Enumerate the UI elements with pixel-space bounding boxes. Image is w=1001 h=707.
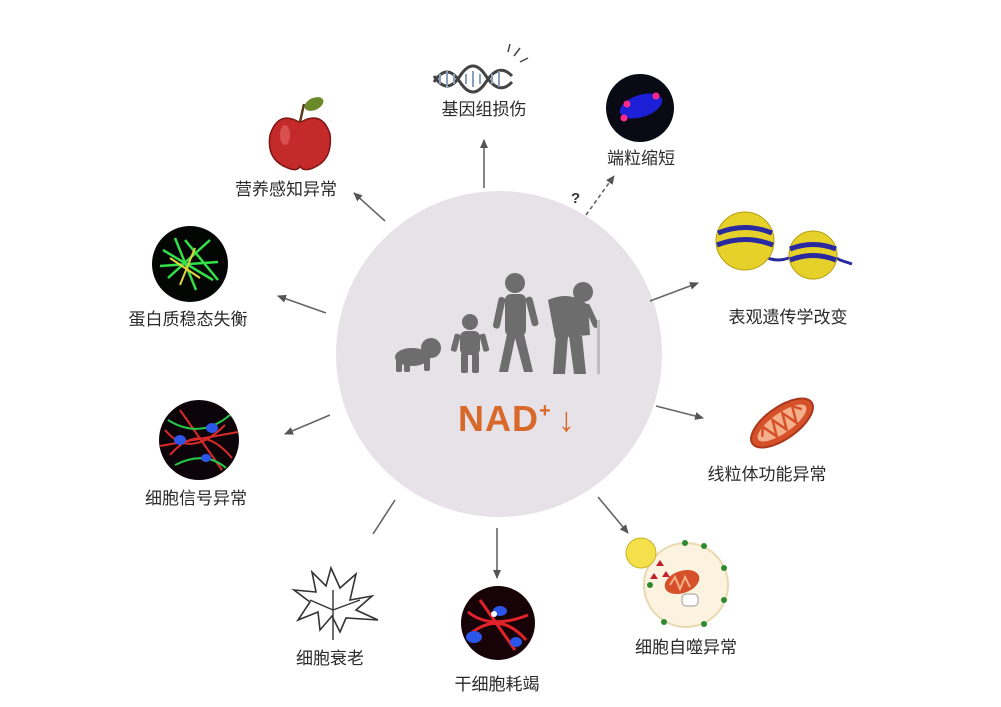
nad-superscript: + <box>539 400 552 422</box>
label-nutrient: 营养感知异常 <box>235 180 337 200</box>
arrow-epigenetic <box>649 282 699 302</box>
label-telomere: 端粒缩短 <box>607 149 675 169</box>
dna-helix-icon <box>432 43 529 94</box>
label-epigenetic: 表观遗传学改变 <box>728 308 848 328</box>
stem-cell-icon <box>461 586 535 660</box>
arrow-autophagy <box>597 496 629 534</box>
aging-silhouettes-icon <box>395 273 600 374</box>
telomere-cell-icon <box>606 74 674 142</box>
label-signaling: 细胞信号异常 <box>145 489 247 509</box>
uncertain-mark: ? <box>571 190 581 207</box>
nad-text: NAD <box>458 398 539 439</box>
down-arrow-icon: ↓ <box>557 401 576 439</box>
label-autophagy: 细胞自噬异常 <box>635 638 737 658</box>
mitochondria-icon <box>750 397 814 449</box>
arrow-senescence <box>372 499 396 535</box>
arrow-telomere <box>585 175 615 216</box>
label-genome: 基因组损伤 <box>441 100 527 120</box>
apple-icon <box>268 97 332 171</box>
arrow-mitochondria <box>655 405 704 420</box>
signaling-cell-icon <box>159 400 239 480</box>
arrow-signaling <box>284 414 331 435</box>
autophagy-cell-icon <box>625 537 729 628</box>
label-mitochondria: 线粒体功能异常 <box>707 465 827 485</box>
maple-leaf-icon <box>291 565 379 640</box>
label-senescence: 细胞衰老 <box>296 649 364 669</box>
nad-decline-title: NAD+↓ <box>458 398 576 440</box>
protein-aggregate-icon <box>152 226 228 302</box>
label-proteostasis: 蛋白质稳态失衡 <box>128 310 248 330</box>
center-circle <box>336 191 662 517</box>
label-stem-cell: 干细胞耗竭 <box>454 675 540 695</box>
chromatin-icon <box>715 211 853 280</box>
arrow-nutrient <box>353 192 386 222</box>
arrow-proteostasis <box>277 294 327 314</box>
